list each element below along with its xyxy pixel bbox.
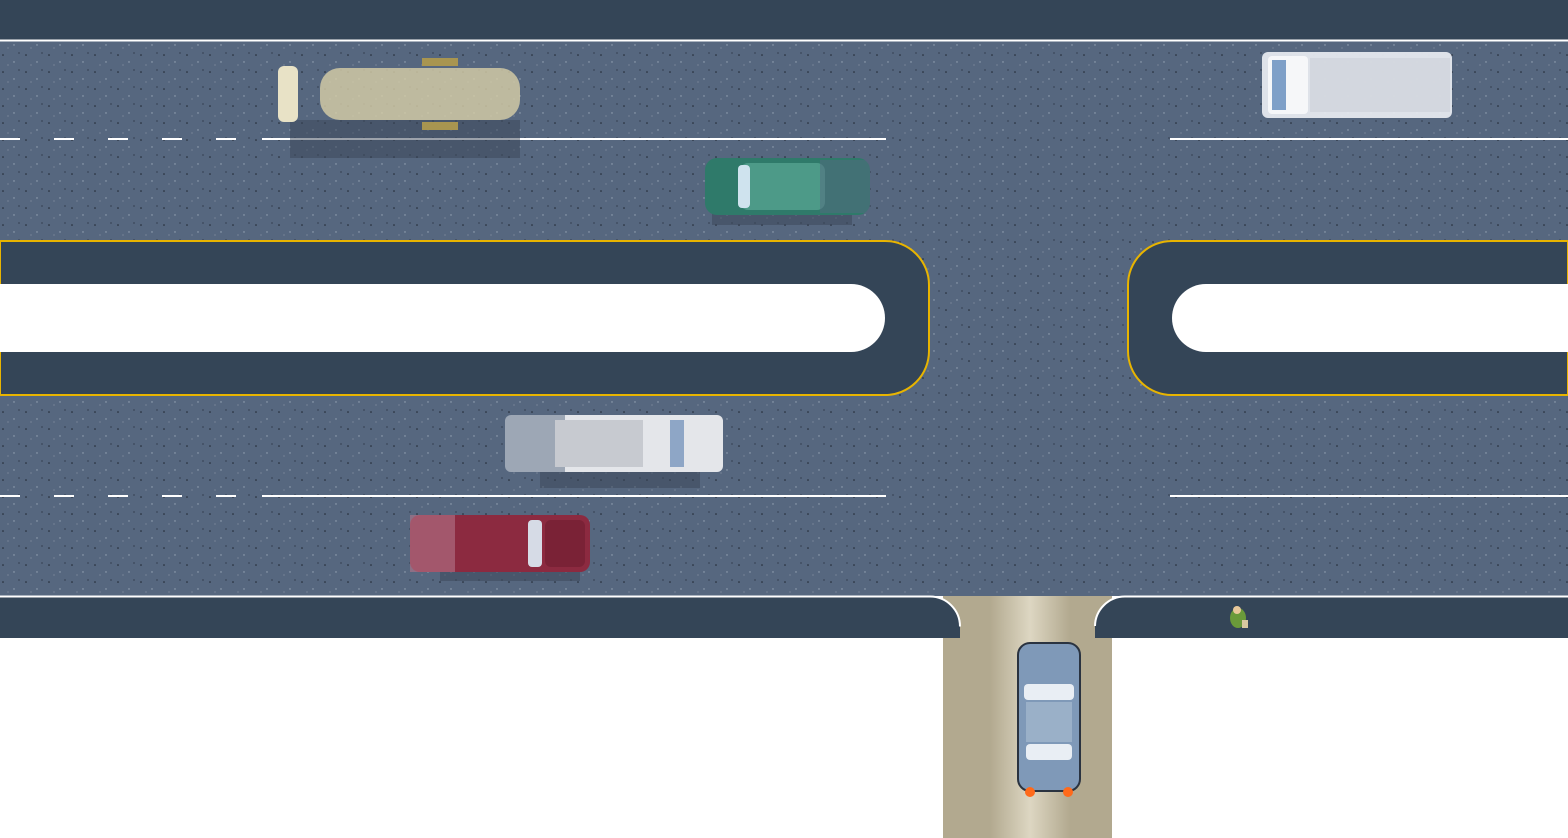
top-curb (0, 0, 1568, 40)
green-sedan (705, 158, 870, 225)
left-median (0, 240, 930, 396)
blue-station-wagon (1017, 642, 1081, 797)
van (1262, 52, 1452, 118)
right-median (1127, 240, 1568, 396)
pedestrian (1230, 606, 1248, 628)
red-sedan (410, 515, 590, 581)
lane-lines (0, 138, 1568, 497)
white-ground (0, 638, 1568, 838)
tail-light-right (1063, 787, 1073, 797)
pickup-truck (505, 415, 723, 488)
bottom-curb-left (0, 596, 960, 638)
bottom-curb-right (1095, 596, 1568, 638)
tanker-truck (272, 58, 532, 158)
bottom-edge-line (0, 595, 1568, 627)
tail-light-left (1025, 787, 1035, 797)
